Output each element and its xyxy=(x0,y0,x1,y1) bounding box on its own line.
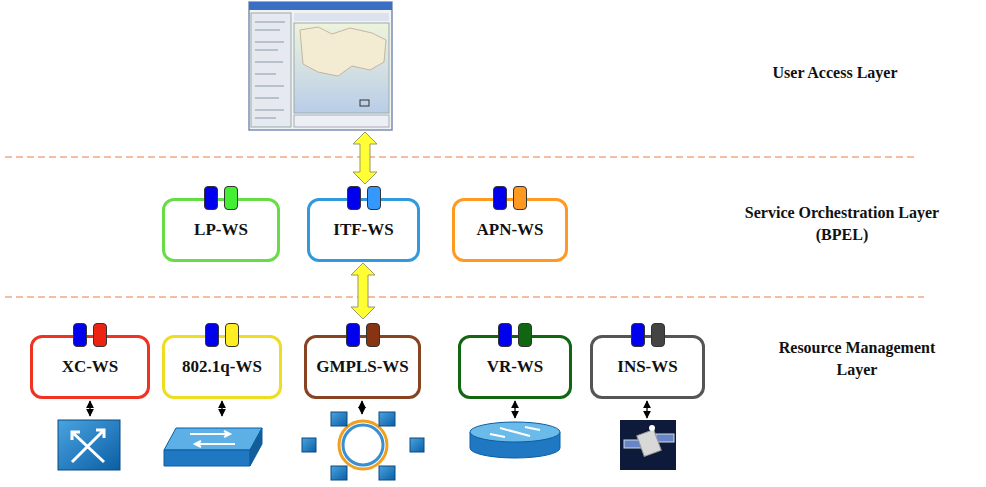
service-port xyxy=(225,323,239,347)
orchestration-arrow xyxy=(351,263,375,319)
service-port xyxy=(347,186,361,210)
gmpls-ring-icon xyxy=(302,412,424,480)
service-port xyxy=(366,323,380,347)
service-port xyxy=(93,323,107,347)
web-service-box: APN-WS xyxy=(452,198,568,262)
service-name: INS-WS xyxy=(617,357,677,377)
service-name: VR-WS xyxy=(487,357,544,377)
service-port xyxy=(493,186,507,210)
service-port xyxy=(204,186,218,210)
service-name: ITF-WS xyxy=(333,220,393,240)
service-port xyxy=(513,186,527,210)
switch-icon xyxy=(164,428,262,466)
service-port xyxy=(224,186,238,210)
layer-label: Resource Management Layer xyxy=(757,337,957,380)
crossconnect-icon xyxy=(58,420,120,470)
web-service-box: GMPLS-WS xyxy=(304,335,421,399)
web-service-box: 802.1q-WS xyxy=(162,335,282,399)
web-service-box: INS-WS xyxy=(590,335,705,399)
layer-label: User Access Layer xyxy=(740,62,930,84)
service-port xyxy=(205,323,219,347)
layer-separator xyxy=(5,296,924,297)
service-port xyxy=(73,323,87,347)
web-service-box: VR-WS xyxy=(458,335,572,399)
service-name: 802.1q-WS xyxy=(182,357,262,377)
app-screenshot xyxy=(249,2,392,130)
satellite-icon xyxy=(620,420,676,470)
service-port xyxy=(498,323,512,347)
service-port xyxy=(346,323,360,347)
web-service-box: ITF-WS xyxy=(307,198,420,262)
web-service-box: LP-WS xyxy=(162,198,280,262)
service-name: APN-WS xyxy=(476,220,543,240)
layer-label: Service Orchestration Layer (BPEL) xyxy=(717,202,967,245)
service-name: LP-WS xyxy=(194,220,248,240)
service-port xyxy=(518,323,532,347)
service-port xyxy=(651,323,665,347)
device-links xyxy=(90,401,647,418)
service-name: GMPLS-WS xyxy=(316,357,409,377)
web-service-box: XC-WS xyxy=(30,335,150,399)
service-port xyxy=(631,323,645,347)
router-icon xyxy=(470,422,560,458)
access-arrow xyxy=(353,132,377,184)
layer-separator xyxy=(5,156,918,157)
service-name: XC-WS xyxy=(62,357,119,377)
service-port xyxy=(367,186,381,210)
